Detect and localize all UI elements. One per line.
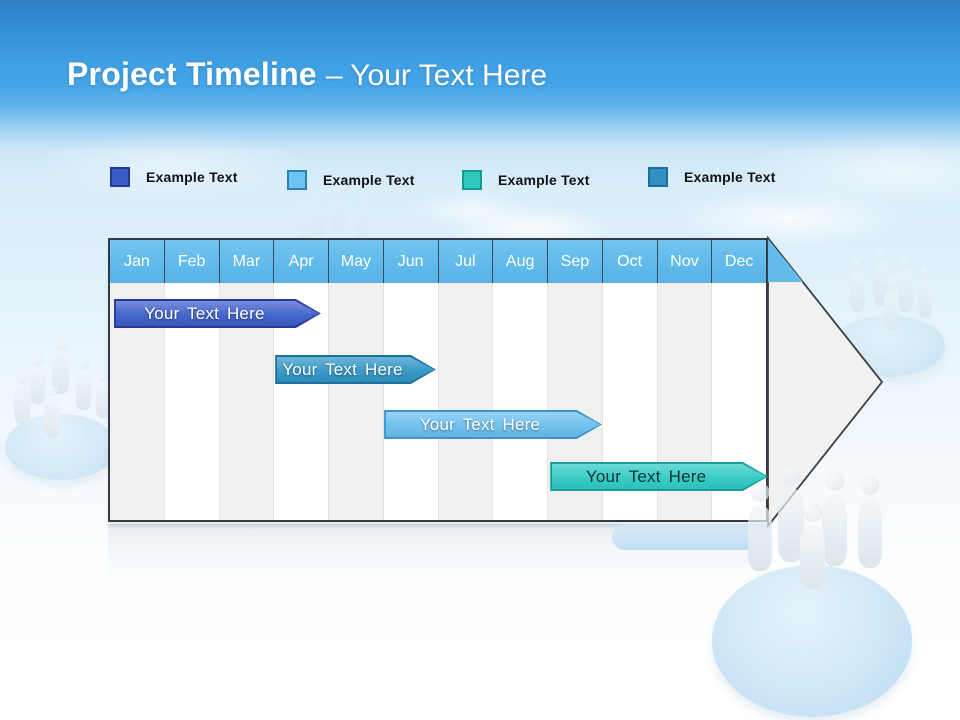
- month-cell: Oct: [601, 240, 657, 283]
- month-cell: Nov: [656, 240, 712, 283]
- month-column: [382, 283, 438, 520]
- legend-label: Example Text: [146, 169, 238, 185]
- month-cell: May: [328, 240, 383, 283]
- legend-swatch: [287, 170, 307, 190]
- month-column: [492, 283, 547, 520]
- month-cell: Feb: [163, 240, 219, 283]
- task-bar[interactable]: Your Text Here: [550, 462, 768, 491]
- task-bar-label: Your Text Here: [585, 466, 707, 486]
- legend-item[interactable]: Example Text: [648, 167, 776, 187]
- legend-item[interactable]: Example Text: [110, 167, 238, 187]
- task-bar-label: Your Text Here: [282, 359, 403, 379]
- month-cell: Apr: [273, 240, 328, 283]
- table-reflection: [108, 524, 770, 582]
- page-title[interactable]: Project Timeline– Your Text Here: [67, 56, 547, 93]
- legend-label: Example Text: [323, 172, 415, 188]
- legend-swatch: [110, 167, 130, 187]
- task-bar[interactable]: Your Text Here: [384, 410, 602, 439]
- task-bar[interactable]: Your Text Here: [114, 299, 321, 328]
- title-primary: Project Timeline: [67, 56, 317, 92]
- legend-label: Example Text: [498, 172, 590, 188]
- month-cell: Jan: [110, 240, 164, 283]
- legend-item[interactable]: Example Text: [287, 170, 415, 190]
- month-cell: Sep: [547, 240, 602, 283]
- title-secondary: – Your Text Here: [325, 59, 548, 92]
- month-cell: Jul: [437, 240, 493, 283]
- month-cell: Jun: [382, 240, 438, 283]
- legend-swatch: [648, 167, 668, 187]
- month-column: [437, 283, 493, 520]
- legend-item[interactable]: Example Text: [462, 170, 590, 190]
- month-cell: Aug: [492, 240, 547, 283]
- legend-label: Example Text: [684, 169, 776, 185]
- task-bar-label: Your Text Here: [419, 414, 541, 434]
- timeline-arrowhead: [767, 236, 884, 528]
- task-bar-label: Your Text Here: [144, 303, 265, 323]
- legend-swatch: [462, 170, 482, 190]
- month-cell: Dec: [711, 240, 766, 283]
- task-bar[interactable]: Your Text Here: [275, 355, 436, 384]
- month-cell: Mar: [218, 240, 274, 283]
- month-column: [328, 283, 383, 520]
